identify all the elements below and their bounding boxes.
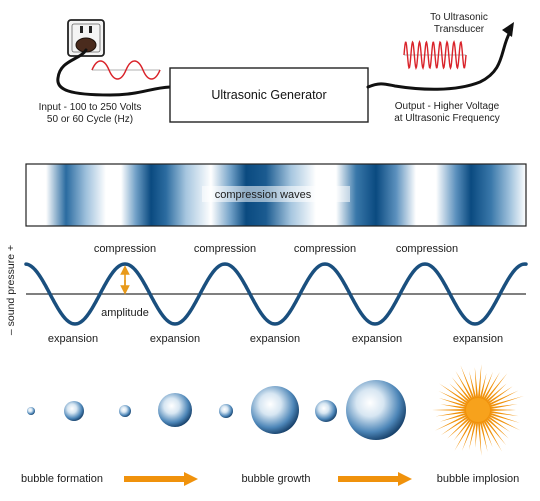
compression-label-2: compression xyxy=(194,243,256,255)
bubble-larger xyxy=(251,386,299,434)
output-cable-icon xyxy=(366,30,512,91)
bubble-largest xyxy=(346,380,406,440)
bubble-small xyxy=(119,405,131,417)
bubble-implosion-icon xyxy=(432,364,524,456)
bubble-growth-label: bubble growth xyxy=(241,473,310,485)
expansion-label-2: expansion xyxy=(150,333,200,345)
generator-section: Ultrasonic Generator Input - 100 to 250 … xyxy=(39,12,514,125)
amplitude-label: amplitude xyxy=(101,307,149,319)
cable-icon xyxy=(56,48,172,97)
compression-label-4: compression xyxy=(396,243,458,255)
compression-label-highlight xyxy=(202,186,350,202)
wave-section: – sound pressure + compression compressi… xyxy=(5,243,528,345)
expansion-label-4: expansion xyxy=(352,333,402,345)
progress-arrow-icon xyxy=(338,472,412,486)
expansion-label-1: expansion xyxy=(48,333,98,345)
bubble-formation-label: bubble formation xyxy=(21,473,103,485)
compression-label-3: compression xyxy=(294,243,356,255)
progress-arrow-icon xyxy=(124,472,198,486)
generator-label: Ultrasonic Generator xyxy=(211,88,326,102)
bubble-small xyxy=(219,404,233,418)
bubble-small xyxy=(27,407,35,415)
transducer-label-line1: To Ultrasonic xyxy=(430,12,488,23)
expansion-label-5: expansion xyxy=(453,333,503,345)
input-label-line1: Input - 100 to 250 Volts xyxy=(39,102,142,113)
transducer-label-line2: Transducer xyxy=(434,24,485,35)
bubble-implosion-label: bubble implosion xyxy=(437,473,520,485)
compression-label-1: compression xyxy=(94,243,156,255)
bubble-section: bubble formation bubble growth bubble im… xyxy=(21,364,524,486)
low-frequency-signal-icon xyxy=(91,60,161,80)
bubble-medium xyxy=(64,401,84,421)
bubble-large xyxy=(158,393,192,427)
expansion-label-3: expansion xyxy=(250,333,300,345)
pressure-wave xyxy=(24,262,528,326)
axis-label: – sound pressure + xyxy=(5,245,17,335)
output-label-line2: at Ultrasonic Frequency xyxy=(394,113,500,124)
compression-band-section: compression waves xyxy=(25,163,527,227)
high-frequency-signal-icon xyxy=(403,40,467,70)
input-label-line2: 50 or 60 Cycle (Hz) xyxy=(47,114,133,125)
generator-box xyxy=(169,67,369,123)
output-label-line1: Output - Higher Voltage xyxy=(395,101,500,112)
bubble-medium xyxy=(315,400,337,422)
compression-band-label: compression waves xyxy=(215,189,312,201)
arrow-icon xyxy=(502,22,514,37)
implosion-core xyxy=(466,398,490,422)
